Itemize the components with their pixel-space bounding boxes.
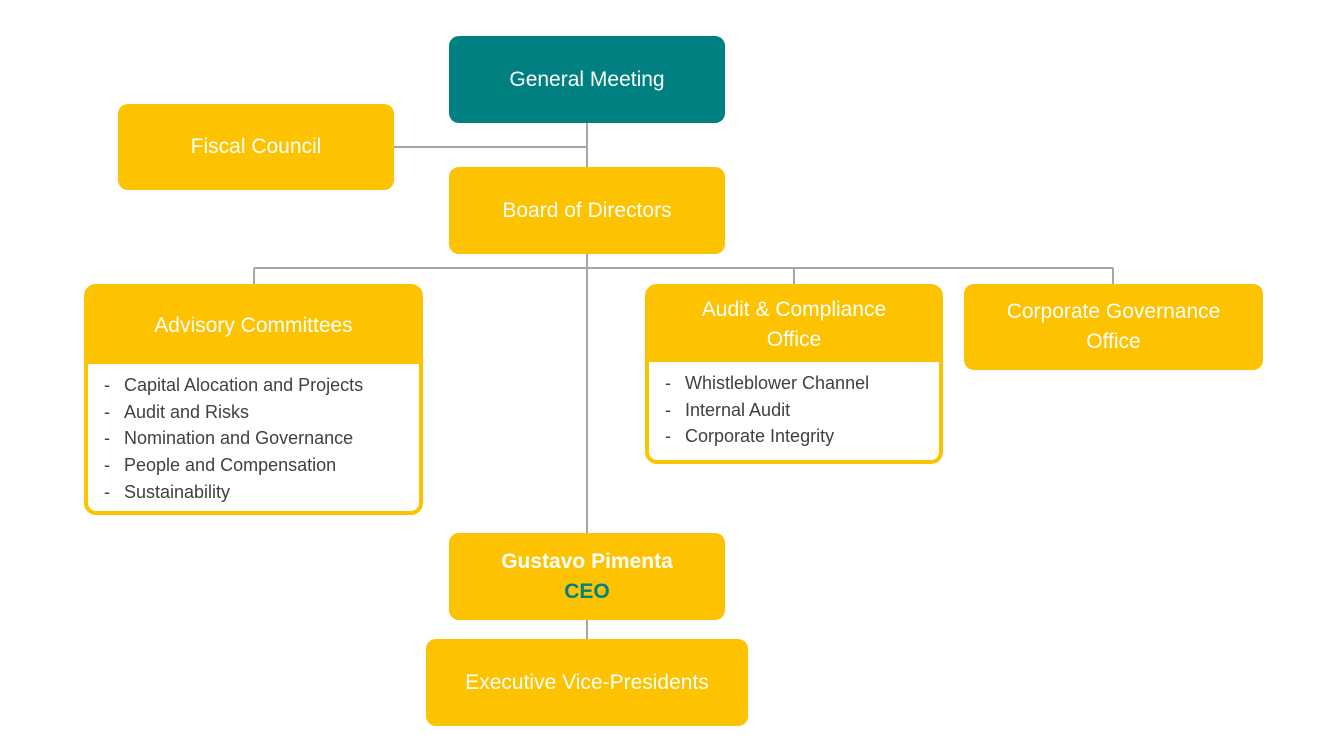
fiscal-council-box: Fiscal Council — [118, 104, 394, 190]
list-item: -People and Compensation — [104, 455, 337, 476]
list-item: -Whistleblower Channel — [665, 373, 870, 393]
board-of-directors-box: Board of Directors — [449, 167, 725, 254]
general-meeting-box: General Meeting — [449, 36, 725, 123]
executive-vice-presidents-box: Executive Vice-Presidents — [426, 639, 748, 726]
list-item: -Sustainability — [104, 481, 231, 502]
list-item: -Capital Alocation and Projects — [104, 375, 364, 395]
advisory-committees-title: Advisory Committees — [154, 314, 353, 337]
corporate-governance-office-box: Corporate Governance Office — [964, 284, 1263, 370]
ceo-role: CEO — [564, 579, 610, 603]
general-meeting-label: General Meeting — [509, 67, 665, 91]
audit-compliance-office-list: -Whistleblower Channel -Internal Audit -… — [649, 362, 939, 450]
audit-compliance-office-card: Audit & Compliance Office -Whistleblower… — [645, 284, 943, 464]
list-item: -Nomination and Governance — [104, 428, 354, 449]
executive-vice-presidents-label: Executive Vice-Presidents — [465, 670, 709, 694]
ceo-box: Gustavo Pimenta CEO — [449, 533, 725, 620]
audit-compliance-office-header: Audit & Compliance Office — [649, 288, 939, 362]
advisory-committees-card: Advisory Committees -Capital Alocation a… — [84, 284, 423, 515]
corporate-governance-office-label: Corporate Governance Office — [1006, 300, 1221, 353]
list-item: -Corporate Integrity — [665, 426, 835, 447]
list-item: -Internal Audit — [665, 399, 791, 420]
advisory-committees-list: -Capital Alocation and Projects -Audit a… — [88, 364, 419, 506]
ceo-name: Gustavo Pimenta — [501, 549, 673, 573]
board-of-directors-label: Board of Directors — [502, 198, 672, 222]
advisory-committees-header: Advisory Committees — [88, 288, 419, 364]
fiscal-council-label: Fiscal Council — [190, 135, 322, 158]
audit-compliance-office-title: Audit & Compliance Office — [701, 298, 887, 351]
list-item: -Audit and Risks — [104, 401, 250, 422]
